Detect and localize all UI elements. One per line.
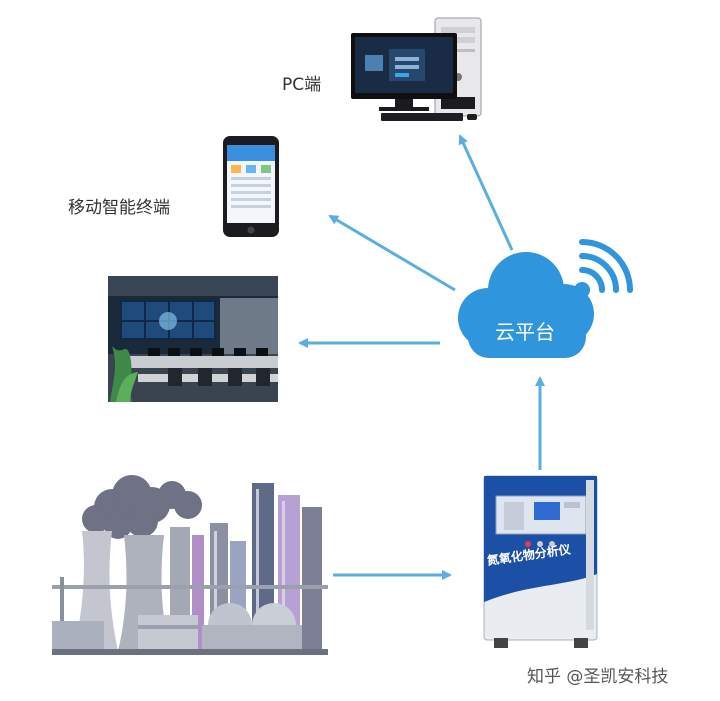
mobile-label: 移动智能终端 — [68, 198, 170, 218]
cloud-label: 云平台 — [495, 320, 555, 344]
pc-icon — [351, 17, 482, 121]
cloud-icon — [458, 239, 633, 358]
factory-icon — [52, 475, 328, 655]
arrow-cloud-to-pc — [458, 134, 514, 251]
pc-label: PC端 — [282, 75, 322, 95]
smartphone-icon — [223, 136, 279, 237]
wifi-icon — [579, 239, 633, 293]
control-room-icon — [108, 276, 278, 402]
analyzer-icon — [483, 475, 598, 648]
watermark: 知乎 @圣凯安科技 — [527, 667, 669, 687]
arrow-cloud-to-mobile — [328, 214, 456, 292]
